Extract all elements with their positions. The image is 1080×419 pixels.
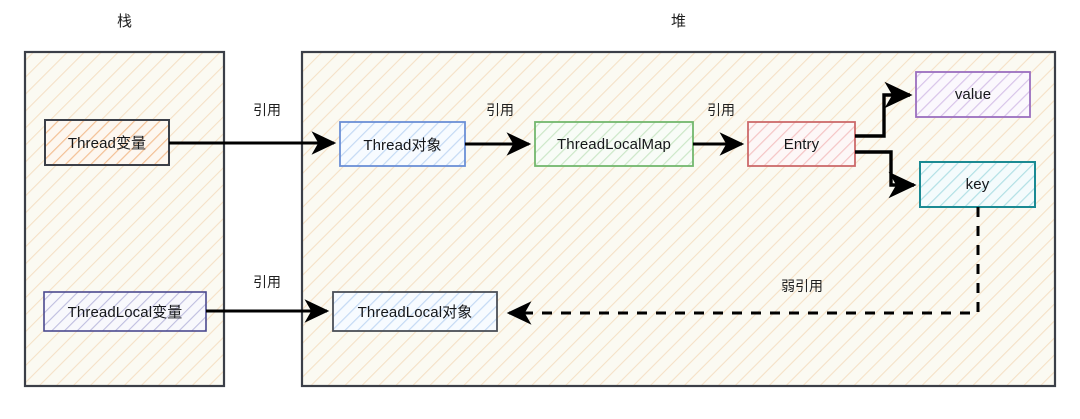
node-box-entry: [747, 121, 856, 167]
node-key-label: key: [965, 176, 990, 193]
stack-container: [23, 50, 226, 388]
node-threadlocal-variable-label: ThreadLocal变量: [67, 304, 183, 321]
edge-key-to-threadlocal-object: [506, 207, 980, 325]
heap-region-title: 堆: [670, 13, 686, 30]
node-value-label: value: [954, 86, 992, 103]
node-entry-label: Entry: [783, 135, 820, 153]
node-thread-variable-label: Thread变量: [67, 135, 147, 152]
node-box-threadlocalmap: [534, 121, 694, 167]
edge-label-threadlocalmap-to-entry: 引用: [707, 102, 735, 118]
node-thread-variable[interactable]: Thread变量: [45, 120, 169, 165]
node-threadlocalmap[interactable]: ThreadLocalMap: [535, 122, 693, 166]
stack-region-title: 栈: [116, 13, 132, 30]
node-thread-object-label: Thread对象: [363, 136, 442, 154]
node-box-thread-object: [339, 121, 466, 167]
node-thread-object[interactable]: Thread对象: [340, 122, 465, 166]
edge-label-thread-object-to-threadlocalmap: 引用: [486, 102, 514, 118]
edge-label-threadlocal-variable-to-threadlocal-object: 引用: [253, 274, 281, 290]
node-box-threadlocal-object: [332, 291, 498, 332]
node-threadlocal-variable[interactable]: ThreadLocal变量: [44, 292, 206, 331]
node-box-thread-variable: [44, 119, 170, 166]
node-threadlocal-object[interactable]: ThreadLocal对象: [333, 292, 497, 331]
node-box-value: [915, 71, 1031, 118]
node-threadlocal-object-label: ThreadLocal对象: [357, 304, 473, 321]
node-box-threadlocal-variable: [43, 291, 207, 332]
edge-entry-to-key: [855, 150, 917, 199]
edge-label-thread-variable-to-thread-object: 引用: [253, 102, 281, 118]
node-value[interactable]: value: [916, 72, 1030, 117]
edge-entry-to-value: [855, 81, 913, 138]
node-entry[interactable]: Entry: [748, 122, 855, 166]
node-threadlocalmap-label: ThreadLocalMap: [557, 135, 671, 153]
node-key[interactable]: key: [920, 162, 1035, 207]
edge-label-key-to-threadlocal-object: 弱引用: [781, 278, 823, 294]
